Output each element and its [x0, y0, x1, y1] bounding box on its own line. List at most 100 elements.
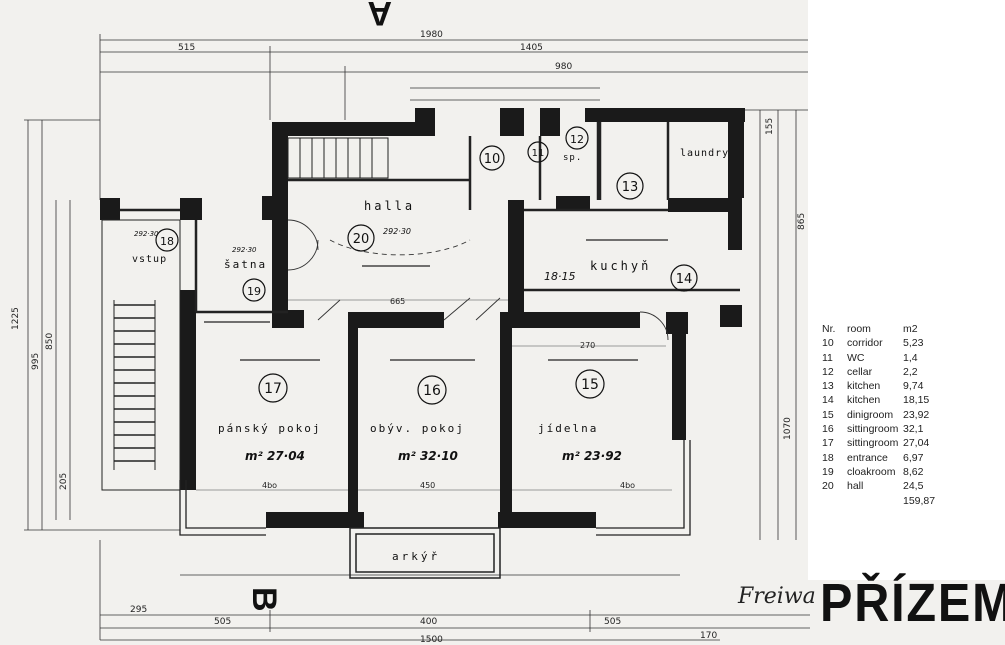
room-number: 17: [264, 381, 282, 397]
legend-room: dinigroom: [847, 408, 894, 421]
room-area: 292·30: [383, 227, 411, 236]
legend-room: entrance: [847, 451, 888, 464]
room-number: 10: [484, 152, 501, 167]
legend-room: sittingroom: [847, 437, 899, 450]
dim-room-width: 4bo: [620, 481, 635, 490]
legend-nr: 11: [822, 351, 833, 364]
legend-area: 18,15: [903, 394, 930, 407]
legend-row: 15 dinigroom 23,92: [822, 408, 962, 422]
door-swings: [287, 219, 669, 341]
legend-area: 1,4: [903, 351, 918, 364]
exterior-stair: [101, 219, 181, 491]
legend-nr: 18: [822, 451, 834, 464]
legend-row: 18 entrance 6,97: [822, 451, 962, 465]
room-area: 292·30: [134, 230, 159, 238]
interior-walls: [120, 122, 740, 314]
left-dimension-lines: [24, 119, 180, 531]
room-area: 18·15: [544, 270, 576, 283]
bay-window: [349, 527, 501, 579]
legend-room: cloakroom: [847, 465, 896, 478]
legend-header-area: m2: [903, 323, 918, 335]
dim-kitchen-width: 270: [580, 341, 595, 350]
legend-room: WC: [847, 351, 865, 364]
legend-nr: 20: [822, 480, 834, 493]
legend-room: kitchen: [847, 394, 881, 407]
dim-bottom-a: 505: [214, 617, 231, 627]
legend-nr: 12: [822, 365, 834, 378]
dim-bottom-c: 505: [604, 617, 621, 627]
dim-bottom-d: 295: [130, 605, 147, 615]
room-name: pánský pokoj: [218, 422, 321, 435]
legend-room: hall: [847, 480, 864, 493]
legend-area: 32,1: [903, 423, 924, 436]
legend-row: 16 sittingroom 32,1: [822, 422, 962, 436]
legend-room: sittingroom: [847, 423, 899, 436]
room-name: sp.: [563, 153, 582, 163]
dim-room-width: 4bo: [262, 481, 277, 490]
section-marker-bottom: B: [245, 587, 283, 612]
interior-dim-lines: [196, 299, 672, 491]
top-dimension-lines: [99, 34, 811, 200]
legend-room: corridor: [847, 337, 883, 350]
dim-left-c: 205: [59, 473, 69, 490]
dim-right-b: 1070: [783, 417, 793, 440]
exterior-stair-treads: [114, 304, 155, 462]
dim-room-width: 450: [420, 481, 435, 490]
legend-area: 6,97: [903, 451, 924, 464]
room-area: 292·30: [232, 246, 257, 254]
legend-area: 24,5: [903, 480, 924, 493]
legend-nr: 10: [822, 337, 834, 350]
room-name: kuchyň: [590, 259, 651, 273]
legend-room: kitchen: [847, 380, 881, 393]
legend-area: 9,74: [903, 380, 924, 393]
legend-row: 12 cellar 2,2: [822, 365, 962, 379]
room-number: 16: [423, 383, 441, 399]
legend-nr: 13: [822, 380, 834, 393]
room-name: obýv. pokoj: [370, 422, 465, 435]
room-area: m² 27·04: [245, 449, 305, 463]
legend-row: 11 WC 1,4: [822, 351, 962, 365]
dim-left-total: 1225: [11, 307, 21, 330]
legend-row: 20 hall 24,5: [822, 479, 962, 493]
legend-row: 14 kitchen 18,15: [822, 393, 962, 407]
legend-header: Nr. room m2: [822, 322, 962, 336]
dim-bottom-b: 400: [420, 617, 437, 627]
dim-top-b: 1405: [520, 43, 543, 53]
exterior-walls: [100, 108, 745, 528]
section-marker-top: A: [367, 0, 392, 32]
legend-nr: 15: [822, 408, 834, 421]
legend-room: cellar: [847, 365, 873, 378]
legend-row: 19 cloakroom 8,62: [822, 465, 962, 479]
legend-nr: 17: [822, 437, 834, 450]
legend-area: 27,04: [903, 437, 930, 450]
room-number: 14: [676, 272, 693, 287]
room-number: 18: [160, 235, 174, 248]
legend-area: 8,62: [903, 465, 924, 478]
room-number: 13: [622, 180, 639, 195]
legend-area: 23,92: [903, 408, 930, 421]
signature: Freiwa: [738, 584, 816, 609]
legend-row: 13 kitchen 9,74: [822, 379, 962, 393]
dim-left-b: 850: [45, 333, 55, 350]
legend-header-room: room: [847, 323, 871, 335]
room-name: laundry: [680, 148, 729, 159]
dim-hall-width: 665: [390, 297, 405, 306]
room-number: 15: [581, 377, 599, 393]
room-number: 12: [570, 133, 584, 146]
room-number: 19: [247, 285, 261, 298]
room-area: m² 23·92: [562, 449, 622, 463]
room-number: 11: [532, 148, 545, 159]
furniture: [204, 239, 668, 361]
room-name: šatna: [224, 258, 267, 271]
room-name: halla: [364, 199, 415, 213]
legend-area: 2,2: [903, 365, 918, 378]
legend-nr: 16: [822, 423, 834, 436]
legend-nr: 19: [822, 465, 834, 478]
dim-bottom-total: 1500: [420, 635, 443, 645]
dim-top-total: 1980: [420, 30, 443, 40]
dim-left-a: 995: [31, 353, 41, 370]
right-dimension-lines: [740, 109, 808, 540]
legend-nr: 14: [822, 394, 834, 407]
